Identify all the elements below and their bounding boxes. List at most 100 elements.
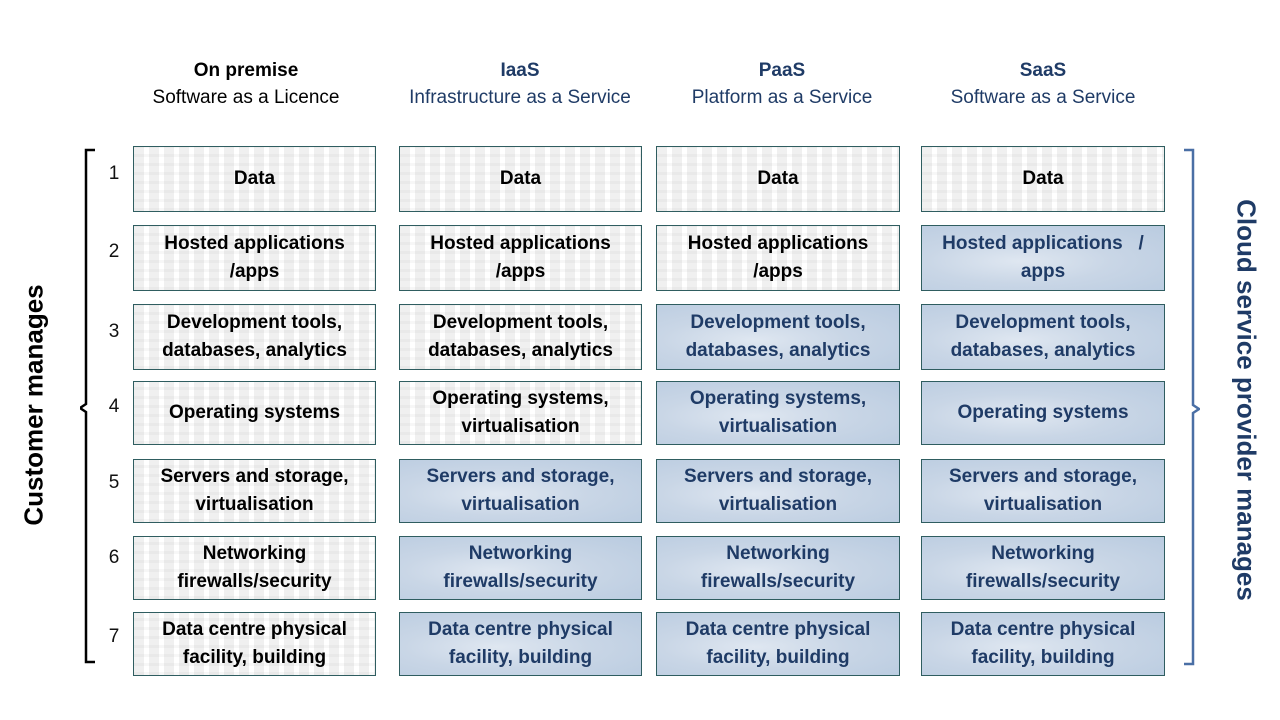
service-cell-label: Hosted applications / apps — [938, 230, 1148, 286]
service-cell-r2-c3: Hosted applications/apps — [656, 225, 900, 291]
service-cell-line: Networking — [468, 543, 573, 564]
service-cell-r6-c3: Networking firewalls/security — [656, 536, 900, 600]
service-cell-line: /apps — [495, 261, 546, 282]
service-cell-r1-c4: Data — [921, 146, 1165, 212]
service-cell-line: apps — [1020, 261, 1066, 282]
service-cell-r6-c2: Networking firewalls/security — [399, 536, 642, 600]
service-cell-line: firewalls/security — [177, 571, 332, 592]
service-cell-r2-c4: Hosted applications / apps — [921, 225, 1165, 291]
service-cell-label: Hosted applications/apps — [684, 230, 873, 286]
service-cell-label: Networking firewalls/security — [173, 540, 335, 596]
service-cell-line: firewalls/security — [965, 571, 1121, 592]
column-title: PaaS — [758, 60, 806, 81]
service-cell-line: Development tools, — [955, 312, 1131, 333]
row-number-4: 4 — [108, 396, 120, 417]
service-cell-r5-c4: Servers and storage, virtualisation — [921, 459, 1165, 523]
service-cell-line: facility, building — [971, 647, 1115, 668]
service-cell-line: Operating systems, — [432, 388, 609, 409]
service-cell-line: Servers and storage, — [426, 466, 615, 487]
service-cell-line: Servers and storage, — [949, 466, 1137, 487]
service-cell-label: Hosted applications/apps — [160, 230, 349, 286]
service-cell-line: Networking — [726, 543, 830, 564]
customer-manages-label: Customer manages — [18, 284, 49, 526]
service-cell-line: facility, building — [182, 647, 327, 668]
service-cell-line: Hosted applications — [430, 233, 611, 254]
customer-brace-icon — [80, 148, 95, 664]
column-subtitle: Platform as a Service — [691, 87, 873, 108]
service-cell-label: Networking firewalls/security — [962, 540, 1124, 596]
service-cell-label: Operating systems, virtualisation — [428, 385, 612, 441]
service-cell-r4-c1: Operating systems — [133, 381, 376, 445]
service-cell-label: Data centre physical facility, building — [158, 616, 351, 672]
row-number-2: 2 — [108, 241, 120, 262]
provider-manages-label: Cloud service provider manages — [1231, 199, 1262, 601]
service-cell-label: Operating systems,virtualisation — [686, 385, 870, 441]
column-header-saas: SaaS Software as a Service — [903, 58, 1183, 112]
service-cell-r1-c1: Data — [133, 146, 376, 212]
service-cell-label: Operating systems — [165, 399, 344, 427]
service-cell-r3-c1: Development tools, databases, analytics — [133, 304, 376, 370]
service-cell-line: virtualisation — [195, 494, 314, 515]
column-title: IaaS — [500, 60, 540, 81]
service-cell-label: Hosted applications/apps — [426, 230, 615, 286]
service-cell-label: Data — [230, 165, 279, 193]
service-cell-line: Networking — [991, 543, 1095, 564]
service-cell-line: Operating systems — [168, 402, 341, 423]
provider-brace-icon — [1184, 148, 1200, 666]
service-cell-label: Development tools, databases, analytics — [947, 309, 1140, 365]
service-cell-line: virtualisation — [461, 494, 580, 515]
service-cell-r5-c1: Servers and storage,virtualisation — [133, 459, 376, 523]
service-cell-line: Development tools, — [432, 312, 609, 333]
service-cell-line: Data — [1022, 168, 1064, 189]
service-cell-label: Servers and storage,virtualisation — [157, 463, 353, 519]
service-cell-label: Development tools, databases, analytics — [158, 309, 351, 365]
service-cell-line: Hosted applications — [687, 233, 869, 254]
service-cell-label: Data — [496, 165, 545, 193]
service-cell-line: firewalls/security — [443, 571, 598, 592]
service-cell-line: Hosted applications / — [942, 233, 1144, 254]
service-cell-line: Data — [233, 168, 276, 189]
service-cell-line: facility, building — [706, 647, 850, 668]
service-cell-r1-c3: Data — [656, 146, 900, 212]
service-cell-line: Networking — [202, 543, 307, 564]
service-cell-line: virtualisation — [461, 416, 580, 437]
service-cell-r7-c1: Data centre physical facility, building — [133, 612, 376, 676]
service-cell-label: Networking firewalls/security — [697, 540, 859, 596]
service-cell-line: databases, analytics — [428, 340, 613, 361]
column-header-paas: PaaS Platform as a Service — [642, 58, 922, 112]
service-cell-r5-c2: Servers and storage, virtualisation — [399, 459, 642, 523]
service-cell-line: Data centre physical — [162, 619, 347, 640]
service-cell-line: databases, analytics — [685, 340, 871, 361]
service-cell-line: firewalls/security — [700, 571, 856, 592]
service-cell-r4-c3: Operating systems,virtualisation — [656, 381, 900, 445]
service-cell-line: Development tools, — [166, 312, 343, 333]
service-cell-line: Data — [499, 168, 542, 189]
row-number-1: 1 — [108, 163, 120, 184]
service-cell-line: virtualisation — [983, 494, 1103, 515]
column-title: On premise — [193, 60, 299, 81]
row-number-3: 3 — [108, 321, 120, 342]
service-cell-label: Servers and storage,virtualisation — [680, 463, 876, 519]
service-cell-line: virtualisation — [718, 494, 838, 515]
service-cell-line: /apps — [753, 261, 803, 282]
service-cell-line: databases, analytics — [162, 340, 347, 361]
row-number-5: 5 — [108, 472, 120, 493]
column-header-iaas: IaaS Infrastructure as a Service — [380, 58, 660, 112]
service-cell-line: virtualisation — [718, 416, 838, 437]
column-subtitle: Infrastructure as a Service — [409, 87, 631, 108]
service-cell-label: Data — [753, 165, 802, 193]
column-header-on-premise: On premise Software as a Licence — [106, 58, 386, 112]
service-cell-r4-c4: Operating systems — [921, 381, 1165, 445]
service-cell-r2-c1: Hosted applications/apps — [133, 225, 376, 291]
service-cell-line: databases, analytics — [950, 340, 1136, 361]
service-cell-line: Development tools, — [690, 312, 866, 333]
service-cell-line: Data — [757, 168, 799, 189]
service-cell-r3-c2: Development tools, databases, analytics — [399, 304, 642, 370]
service-cell-r6-c4: Networking firewalls/security — [921, 536, 1165, 600]
service-cell-r2-c2: Hosted applications/apps — [399, 225, 642, 291]
